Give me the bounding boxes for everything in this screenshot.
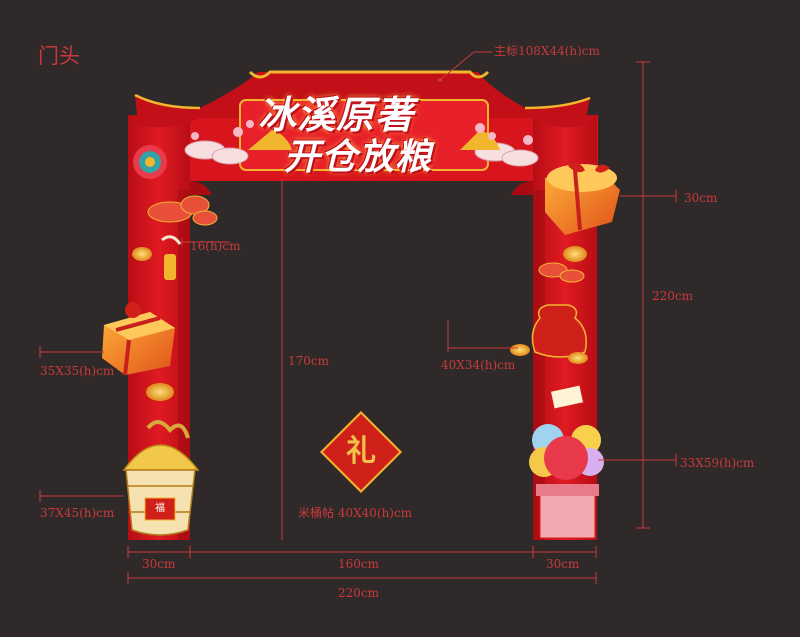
dim-left-pillar: 30cm [142,557,176,571]
gift-box-left [102,302,175,376]
blossoms [191,120,533,145]
dim-total-width: 220cm [338,586,380,600]
dim-inner-width: 160cm [338,557,380,571]
dim-right-pillar: 30cm [546,557,580,571]
section-title: 门头 [38,44,80,68]
roof [134,70,591,171]
dim-money-bag: 40X34(h)cm [441,358,516,372]
dim-rice-barrel: 37X45(h)cm [40,506,115,520]
rice-barrel-sticker [319,410,403,494]
rice-barrel [122,420,200,536]
dimension-arrows [438,78,442,82]
dim-gift-left: 35X35(h)cm [40,364,115,378]
red-cloud-right [538,262,585,283]
header-clouds [184,140,539,167]
header-fans [248,130,500,150]
dim-balloons: 33X59(h)cm [680,456,755,470]
dim-gift-right: 30cm [684,191,718,205]
red-envelope [549,384,585,410]
dimension-lines [39,51,677,584]
balloons [529,424,604,539]
dim-sticker: 米桶帖 40X40(h)cm [298,506,413,520]
dim-total-height: 220cm [652,289,694,303]
coin-right [563,246,587,262]
lantern-coins [132,235,182,280]
dim-inner-height: 170cm [288,354,330,368]
gift-box-right [545,162,620,235]
sticker-character-box: 礼 [321,412,401,492]
flower-decoration [133,145,167,179]
dim-lantern: 16(h)cm [190,239,241,253]
sticker-character: 礼 [346,434,376,469]
rice-barrel-tag: 福 [155,503,165,514]
coin-left [146,383,174,401]
banner-title-line1: 冰溪原著 [258,93,415,137]
banner-title-line2: 开仓放粮 [284,137,433,178]
money-bag [510,304,588,364]
red-cloud-left [147,195,218,226]
dim-main-title: 主标108X44(h)cm [494,44,600,58]
